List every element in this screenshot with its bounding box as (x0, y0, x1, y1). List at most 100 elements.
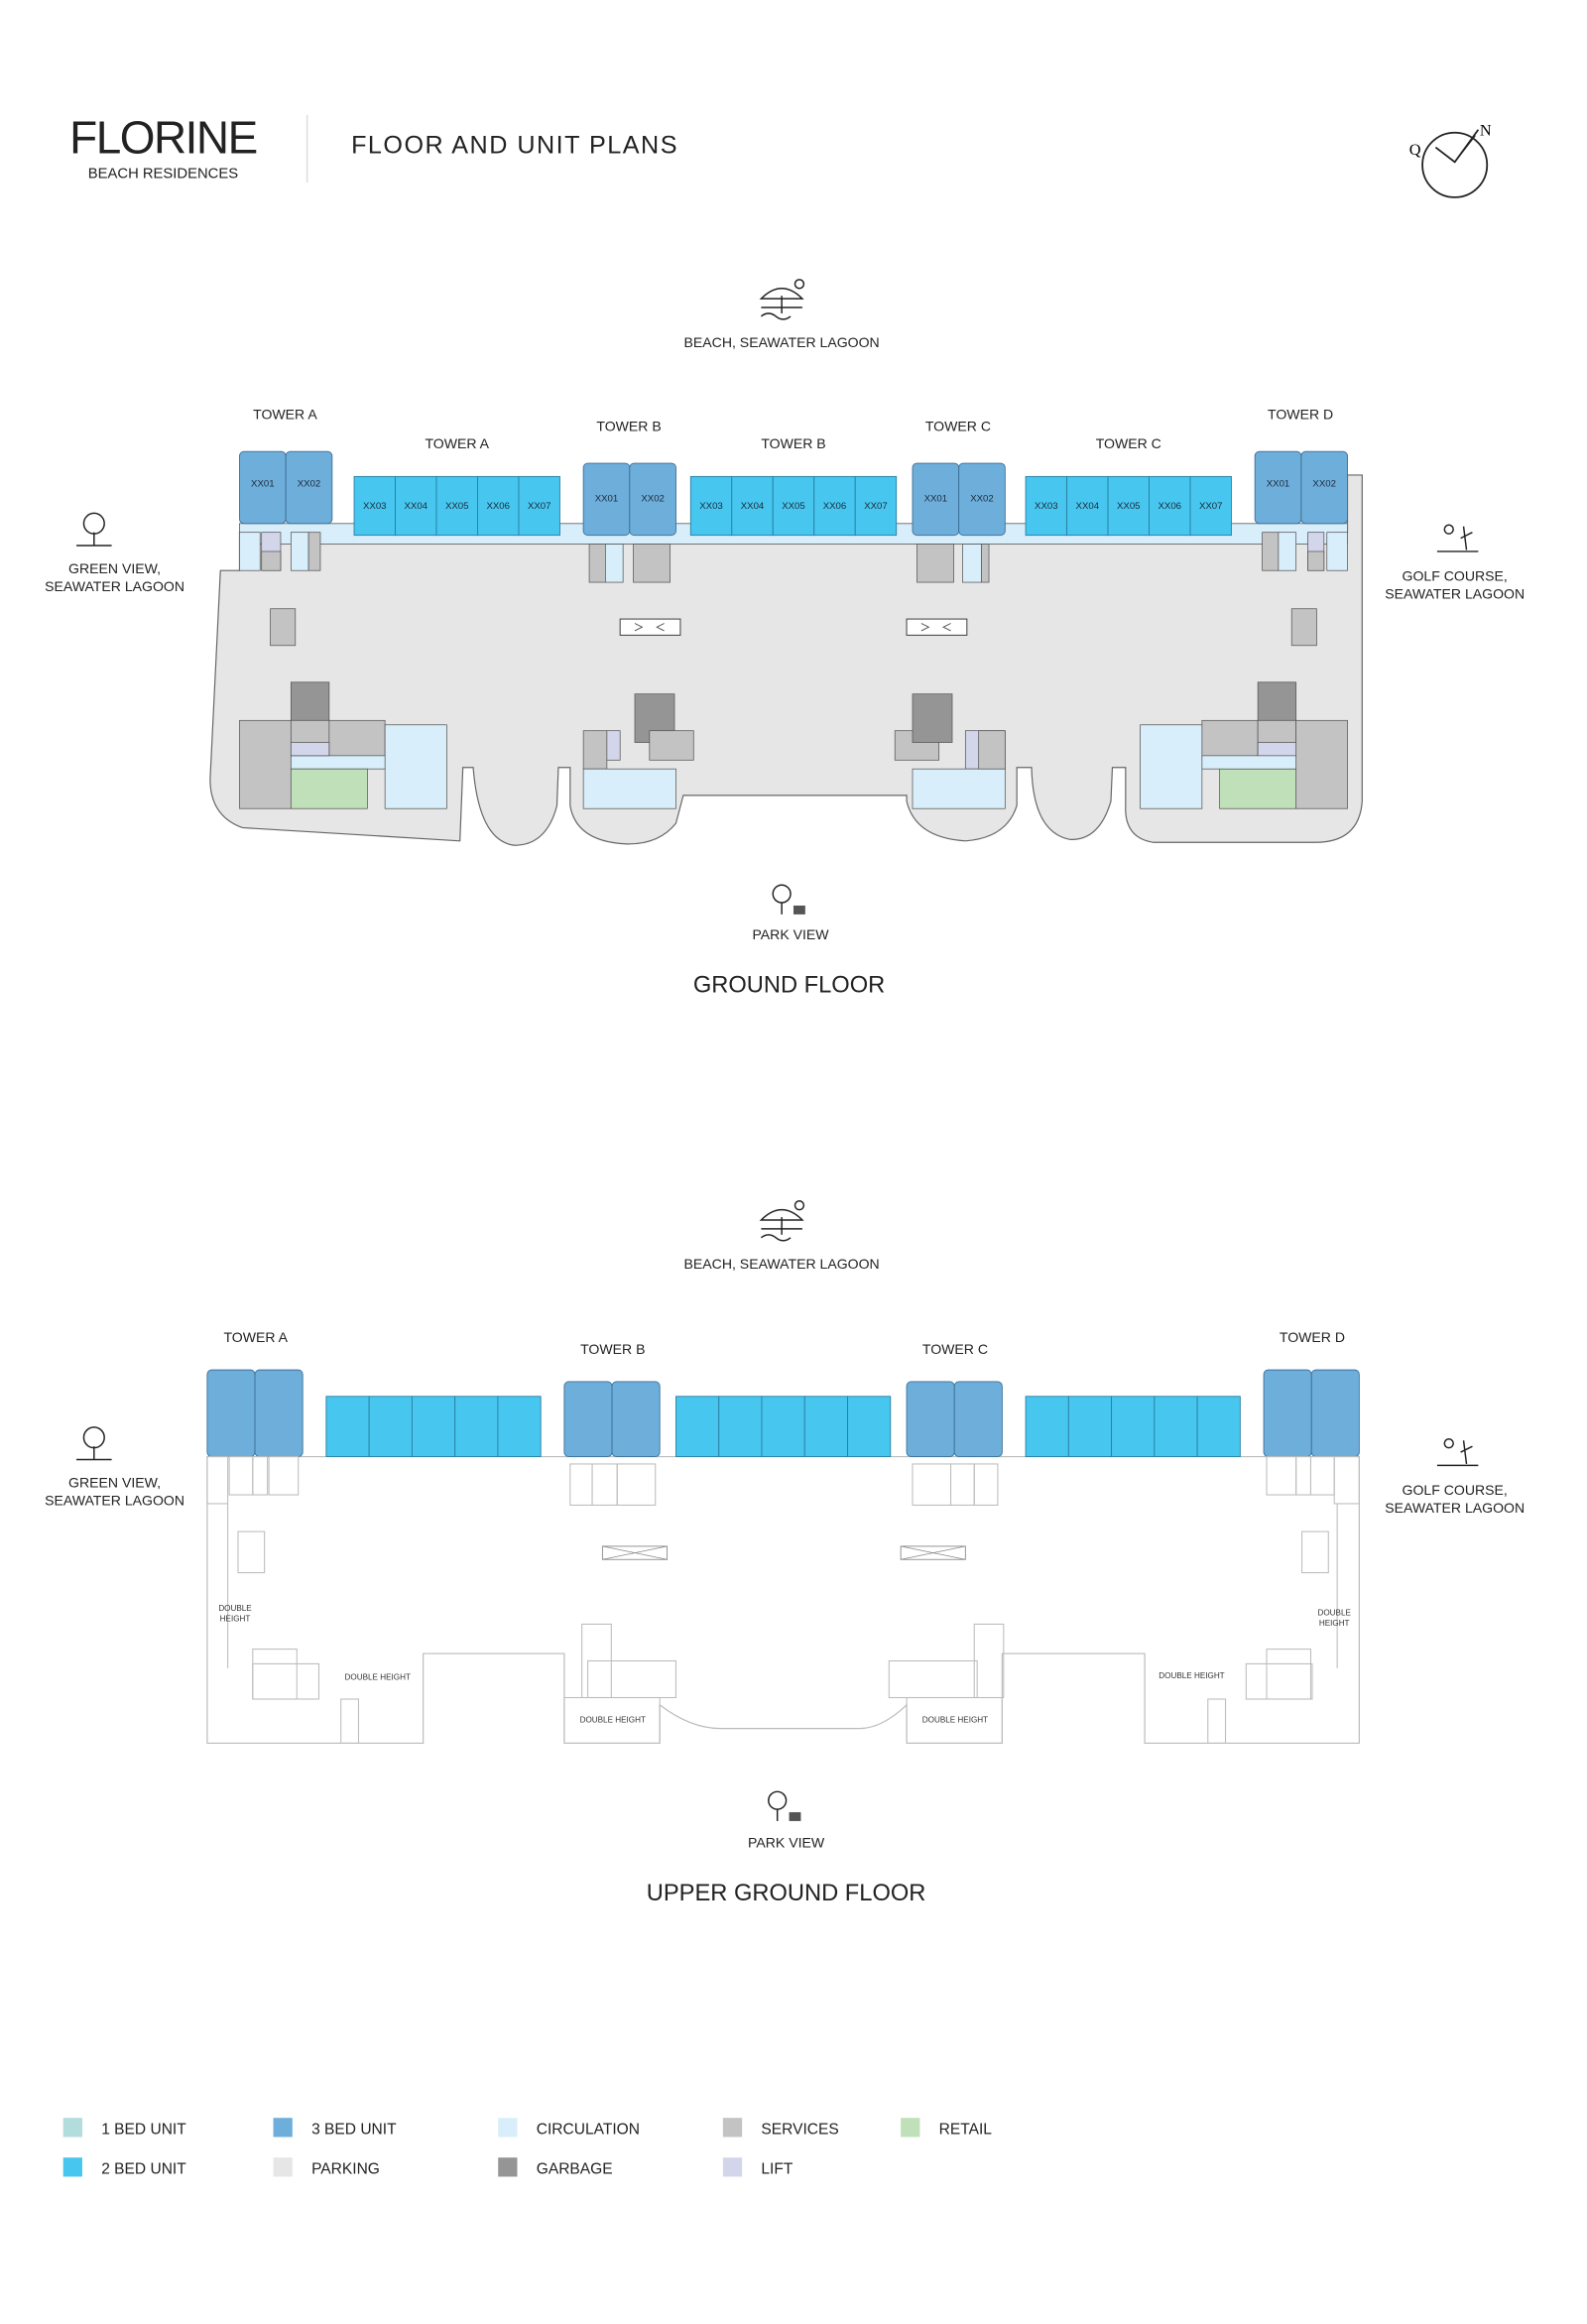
tree-icon (76, 512, 112, 547)
retail-unit[interactable] (290, 768, 368, 809)
unit-2bed[interactable] (1067, 1396, 1113, 1457)
core-outline (1333, 1456, 1360, 1505)
legend-item: 3 BED UNIT (273, 2118, 397, 2139)
unit-3bed[interactable] (629, 462, 676, 537)
unit-2bed[interactable] (854, 475, 898, 537)
unit-2bed[interactable] (1196, 1396, 1241, 1457)
unit-2bed[interactable] (1107, 475, 1150, 537)
circulation-block (1140, 724, 1203, 809)
unit-2bed[interactable] (1025, 1396, 1069, 1457)
unit-3bed[interactable] (1263, 1369, 1312, 1457)
ramp-icon (601, 1545, 669, 1560)
unit-label: XX06 (486, 501, 510, 512)
unit-3bed[interactable] (206, 1369, 256, 1457)
beach-umbrella-icon (759, 1200, 805, 1242)
floor-title: GROUND FLOOR (693, 972, 885, 998)
services-block (261, 550, 282, 571)
legend-swatch (498, 2157, 518, 2177)
core-outline (973, 1463, 999, 1506)
legend-swatch (901, 2118, 920, 2138)
services-block (307, 532, 321, 571)
unit-label: XX02 (970, 494, 994, 505)
services-block (1290, 608, 1317, 647)
view-right-label-1: GOLF COURSE, (1403, 1482, 1508, 1498)
unit-2bed[interactable] (518, 475, 560, 537)
services-block (328, 719, 386, 760)
unit-3bed[interactable] (1310, 1369, 1360, 1457)
unit-label: XX02 (298, 479, 321, 490)
ground-floor-plan: BEACH, SEAWATER LAGOON GREEN VIEW, SEAWA… (45, 279, 1525, 998)
unit-2bed[interactable] (395, 475, 437, 537)
tower-label: TOWER A (253, 407, 317, 423)
unit-3bed[interactable] (254, 1369, 304, 1457)
unit-label: XX04 (1076, 501, 1100, 512)
unit-2bed[interactable] (411, 1396, 456, 1457)
unit-2bed[interactable] (454, 1396, 499, 1457)
circulation-block (290, 532, 309, 571)
unit-2bed[interactable] (353, 475, 396, 537)
unit-2bed[interactable] (1111, 1396, 1156, 1457)
unit-2bed[interactable] (435, 475, 478, 537)
podium-outline (206, 1455, 1360, 1745)
tower-label: TOWER D (1268, 407, 1333, 423)
park-icon (772, 884, 805, 915)
unit-2bed[interactable] (847, 1396, 892, 1457)
services-block (1307, 550, 1325, 571)
retail-unit[interactable] (1219, 768, 1297, 809)
unit-2bed[interactable] (1154, 1396, 1198, 1457)
park-icon (768, 1790, 801, 1821)
view-left-label-2: SEAWATER LAGOON (45, 1492, 184, 1508)
legend-label: CIRCULATION (537, 2122, 640, 2139)
tower-label: TOWER A (425, 435, 489, 451)
core-outline (616, 1463, 657, 1506)
unit-3bed[interactable] (563, 1381, 613, 1457)
circulation-block (290, 755, 386, 770)
unit-label: XX05 (1117, 501, 1141, 512)
double-height-label: DOUBLE HEIGHT (1159, 1671, 1224, 1680)
tower-label: TOWER A (223, 1329, 288, 1345)
tower-label: TOWER C (922, 1341, 988, 1357)
unit-2bed[interactable] (1025, 475, 1067, 537)
circulation-block (1278, 532, 1297, 571)
unit-2bed[interactable] (325, 1396, 370, 1457)
golfer-icon (1436, 1438, 1479, 1467)
unit-3bed[interactable] (953, 1381, 1003, 1457)
unit-label: XX07 (864, 501, 888, 512)
double-height-label: DOUBLE HEIGHT (922, 1716, 988, 1725)
unit-2bed[interactable] (675, 1396, 720, 1457)
view-right-label-2: SEAWATER LAGOON (1385, 1500, 1525, 1516)
unit-3bed[interactable] (1300, 450, 1348, 525)
brand-name: FLORINE (69, 111, 257, 163)
core-outline (340, 1698, 359, 1744)
unit-2bed[interactable] (731, 475, 774, 537)
legend-item: LIFT (722, 2157, 794, 2178)
unit-3bed[interactable] (906, 1381, 955, 1457)
unit-2bed[interactable] (803, 1396, 848, 1457)
legend-swatch (62, 2157, 82, 2177)
tower-label: TOWER B (761, 435, 825, 451)
services-block (633, 544, 671, 583)
garbage-block (912, 693, 953, 743)
services-block (1262, 532, 1280, 571)
unit-label: XX02 (1312, 479, 1336, 490)
circulation-block (384, 724, 447, 809)
legend-item: CIRCULATION (498, 2118, 640, 2139)
legend-label: GARBAGE (537, 2161, 613, 2178)
unit-2bed[interactable] (497, 1396, 542, 1457)
unit-2bed[interactable] (761, 1396, 805, 1457)
unit-3bed[interactable] (611, 1381, 661, 1457)
unit-2bed[interactable] (1189, 475, 1232, 537)
unit-2bed[interactable] (368, 1396, 413, 1457)
unit-label: XX07 (528, 501, 551, 512)
unit-3bed[interactable] (958, 462, 1006, 537)
unit-2bed[interactable] (772, 475, 815, 537)
unit-2bed[interactable] (813, 475, 856, 537)
services-block (270, 608, 297, 647)
unit-2bed[interactable] (1066, 475, 1109, 537)
unit-2bed[interactable] (689, 475, 733, 537)
unit-3bed[interactable] (285, 450, 333, 525)
services-block (588, 544, 606, 583)
double-height-label: DOUBLE HEIGHT (345, 1673, 411, 1682)
unit-2bed[interactable] (718, 1396, 763, 1457)
